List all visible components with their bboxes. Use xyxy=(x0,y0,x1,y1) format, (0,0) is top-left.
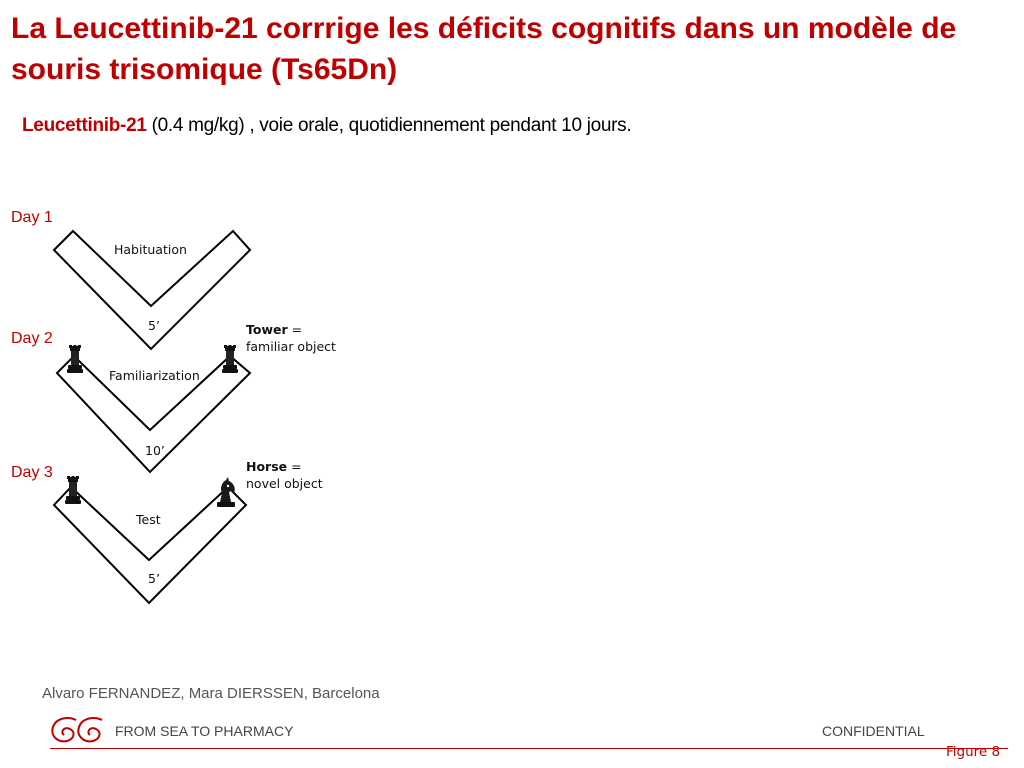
day-2-label: Day 2 xyxy=(11,330,53,347)
novel-object-desc: novel object xyxy=(246,476,323,491)
authors-credit: Alvaro FERNANDEZ, Mara DIERSSEN, Barcelo… xyxy=(42,685,380,702)
company-logo-icon xyxy=(51,717,103,743)
novel-object-name: Horse xyxy=(246,459,288,474)
phase-label-day-1: Habituation xyxy=(114,242,187,257)
tower-icon xyxy=(222,345,238,373)
familiar-object-equals: = xyxy=(287,322,303,337)
confidential-label: CONFIDENTIAL xyxy=(822,723,925,739)
slide-title: La Leucettinib-21 corrrige les déficits … xyxy=(11,12,957,86)
dosing-text: (0.4 mg/kg) , voie orale, quotidiennemen… xyxy=(146,115,632,136)
figure-number: Figure 8 xyxy=(946,744,1001,760)
footer-divider xyxy=(50,748,1008,749)
familiar-object-name: Tower xyxy=(246,322,288,337)
tower-icon xyxy=(67,345,83,373)
treatment-description: Leucettinib-21 (0.4 mg/kg) , voie orale,… xyxy=(22,114,632,138)
phase-label-day-3: Test xyxy=(136,512,161,527)
drug-name: Leucettinib-21 xyxy=(22,115,147,136)
duration-day-1: 5’ xyxy=(148,318,160,333)
novel-object-equals: = xyxy=(287,459,302,474)
horse-icon xyxy=(217,477,235,507)
maze-day-1 xyxy=(52,229,252,351)
day-1-label: Day 1 xyxy=(11,209,53,226)
novel-object-note: Horse = novel object xyxy=(246,458,323,492)
duration-day-3: 5’ xyxy=(148,571,160,586)
phase-label-day-2: Familiarization xyxy=(109,368,200,383)
company-tagline: FROM SEA TO PHARMACY xyxy=(115,723,294,739)
familiar-object-desc: familiar object xyxy=(246,339,336,354)
day-3-label: Day 3 xyxy=(11,464,53,481)
duration-day-2: 10’ xyxy=(145,443,165,458)
familiar-object-note: Tower = familiar object xyxy=(246,321,336,355)
tower-icon xyxy=(65,476,81,504)
